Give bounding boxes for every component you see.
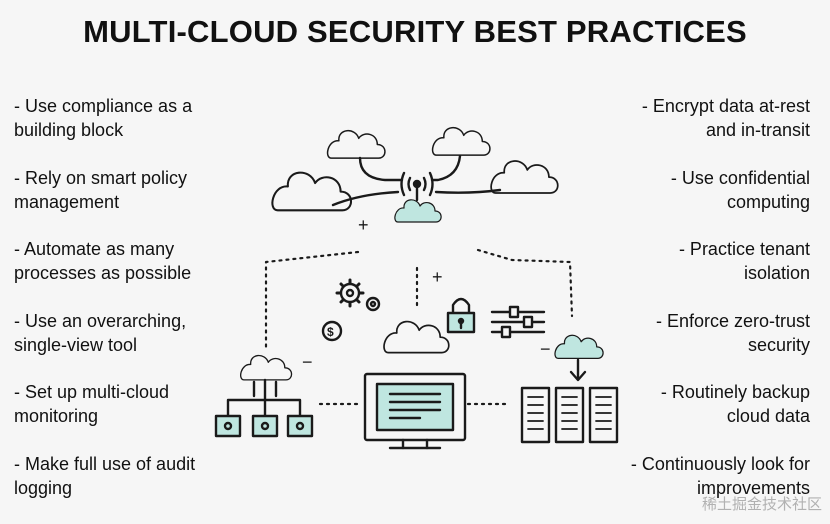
item-line: - Use confidential (670, 167, 810, 188)
minus-symbol: − (540, 339, 551, 359)
item-line: - Use compliance as a (14, 96, 193, 116)
item-line: logging (14, 477, 73, 498)
cloud-icon (383, 320, 450, 354)
list-item: - Enforce zero-trust security (585, 309, 810, 357)
item-line: - Continuously look for (630, 453, 810, 474)
item-line: improvements (696, 477, 810, 498)
item-line: computing (726, 191, 810, 212)
dollar-symbol: $ (327, 325, 334, 339)
cloud-icon (240, 354, 293, 381)
page-title: MULTI-CLOUD SECURITY BEST PRACTICES (83, 14, 747, 49)
item-line: - Rely on smart policy (14, 167, 188, 188)
list-item: - Make full use of audit logging (14, 452, 239, 500)
list-item: - Set up multi-cloud monitoring (14, 380, 239, 428)
item-line: processes as possible (14, 263, 192, 284)
list-item: - Use confidential computing (585, 166, 810, 214)
list-item: - Encrypt data at-rest and in-transit (585, 94, 810, 142)
right-practices-list: - Encrypt data at-rest and in-transit - U… (585, 94, 810, 524)
cloud-network-illustration: + + − − $ (214, 126, 619, 450)
plus-symbol: + (432, 267, 443, 287)
list-item: - Routinely backup cloud data (585, 380, 810, 428)
list-item: - Use compliance as a building block (14, 94, 239, 142)
item-line: - Make full use of audit (14, 453, 196, 474)
plus-symbol: + (358, 215, 369, 235)
network-hierarchy-icon (214, 378, 314, 438)
left-practices-list: - Use compliance as a building block - Re… (14, 94, 239, 524)
dollar-icon (321, 320, 343, 342)
cloud-icon (394, 199, 442, 223)
item-line: - Enforce zero-trust (655, 310, 810, 331)
cloud-icon (271, 171, 353, 212)
list-item: - Continuously look for improvements (585, 452, 810, 500)
cloud-icon (431, 126, 491, 156)
item-line: monitoring (14, 406, 99, 427)
server-racks-icon (520, 386, 619, 444)
sliders-icon (490, 305, 546, 339)
cloud-icon (490, 160, 559, 194)
item-line: building block (14, 120, 124, 140)
item-line: isolation (743, 263, 810, 284)
monitor-icon (363, 372, 467, 450)
item-line: - Encrypt data at-rest (641, 96, 810, 116)
wifi-icon (400, 171, 434, 202)
item-line: management (14, 191, 120, 212)
minus-symbol: − (302, 352, 313, 372)
item-line: and in-transit (705, 120, 810, 140)
item-line: - Use an overarching, (14, 310, 187, 331)
item-line: - Routinely backup (660, 382, 810, 403)
list-item: - Rely on smart policy management (14, 166, 239, 214)
cloud-download-icon (554, 334, 604, 359)
item-line: - Practice tenant (678, 239, 810, 260)
item-line: cloud data (726, 406, 810, 427)
list-item: - Use an overarching, single-view tool (14, 309, 239, 357)
item-line: - Automate as many (14, 239, 175, 260)
cloud-icon (326, 129, 386, 159)
list-item: - Automate as many processes as possible (14, 237, 239, 285)
item-line: - Set up multi-cloud (14, 382, 170, 403)
item-line: security (747, 334, 810, 355)
watermark: 稀土掘金技术社区 (701, 496, 822, 513)
list-item: - Practice tenant isolation (585, 237, 810, 285)
gears-icon (335, 278, 381, 312)
lock-icon (446, 297, 476, 334)
item-line: single-view tool (14, 334, 138, 355)
